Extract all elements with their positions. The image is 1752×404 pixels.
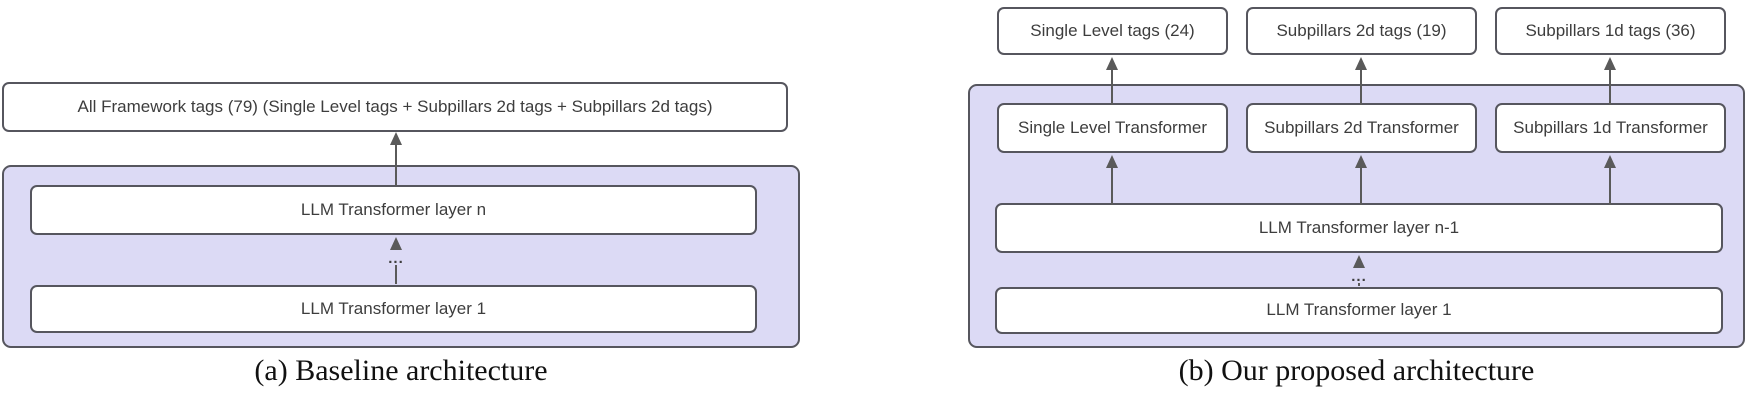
proposed-tag-box-subpillars-1d: Subpillars 1d tags (36): [1495, 7, 1726, 55]
baseline-output-arrow: [390, 132, 402, 186]
baseline-layer-1-box: LLM Transformer layer 1: [30, 285, 757, 333]
proposed-subpillars-2d-transformer-box: Subpillars 2d Transformer: [1246, 103, 1477, 153]
arrow-shaft: [1609, 70, 1611, 105]
arrow-shaft: [1111, 168, 1113, 205]
arrow-shaft: [395, 265, 397, 284]
baseline-layer-n-box: LLM Transformer layer n: [30, 185, 757, 235]
arrow-shaft: [1111, 70, 1113, 105]
proposed-tag-arrow-1: [1106, 57, 1118, 105]
proposed-transformer-arrow-3: [1604, 155, 1616, 205]
ellipsis-label: ...: [388, 250, 404, 267]
arrow-head-icon: [1353, 255, 1365, 268]
proposed-subpillars-1d-transformer-box: Subpillars 1d Transformer: [1495, 103, 1726, 153]
arrow-head-icon: [1106, 57, 1118, 70]
ellipsis-label: ...: [1351, 268, 1367, 285]
arrow-shaft: [1609, 168, 1611, 205]
baseline-caption: (a) Baseline architecture: [254, 354, 548, 387]
proposed-tag-box-single-level: Single Level tags (24): [997, 7, 1228, 55]
proposed-tag-box-subpillars-2d: Subpillars 2d tags (19): [1246, 7, 1477, 55]
arrow-head-icon: [1355, 155, 1367, 168]
arrow-head-icon: [1106, 155, 1118, 168]
arrow-head-icon: [390, 132, 402, 145]
proposed-single-level-transformer-box: Single Level Transformer: [997, 103, 1228, 153]
proposed-caption: (b) Our proposed architecture: [1178, 354, 1535, 387]
proposed-layer-n-1-box: LLM Transformer layer n-1: [995, 203, 1723, 253]
proposed-tag-arrow-3: [1604, 57, 1616, 105]
proposed-ellipsis-arrow: ...: [1351, 255, 1367, 286]
proposed-tag-arrow-2: [1355, 57, 1367, 105]
baseline-output-box: All Framework tags (79) (Single Level ta…: [2, 82, 788, 132]
arrow-head-icon: [1604, 57, 1616, 70]
proposed-transformer-arrow-1: [1106, 155, 1118, 205]
arrow-shaft: [1360, 70, 1362, 105]
arrow-shaft: [395, 145, 397, 186]
arrow-shaft: [1358, 283, 1360, 286]
arrow-shaft: [1360, 168, 1362, 205]
arrow-head-icon: [390, 237, 402, 250]
proposed-layer-1-box: LLM Transformer layer 1: [995, 287, 1723, 334]
arrow-head-icon: [1604, 155, 1616, 168]
baseline-ellipsis-arrow: ...: [388, 237, 404, 284]
proposed-transformer-arrow-2: [1355, 155, 1367, 205]
arrow-head-icon: [1355, 57, 1367, 70]
